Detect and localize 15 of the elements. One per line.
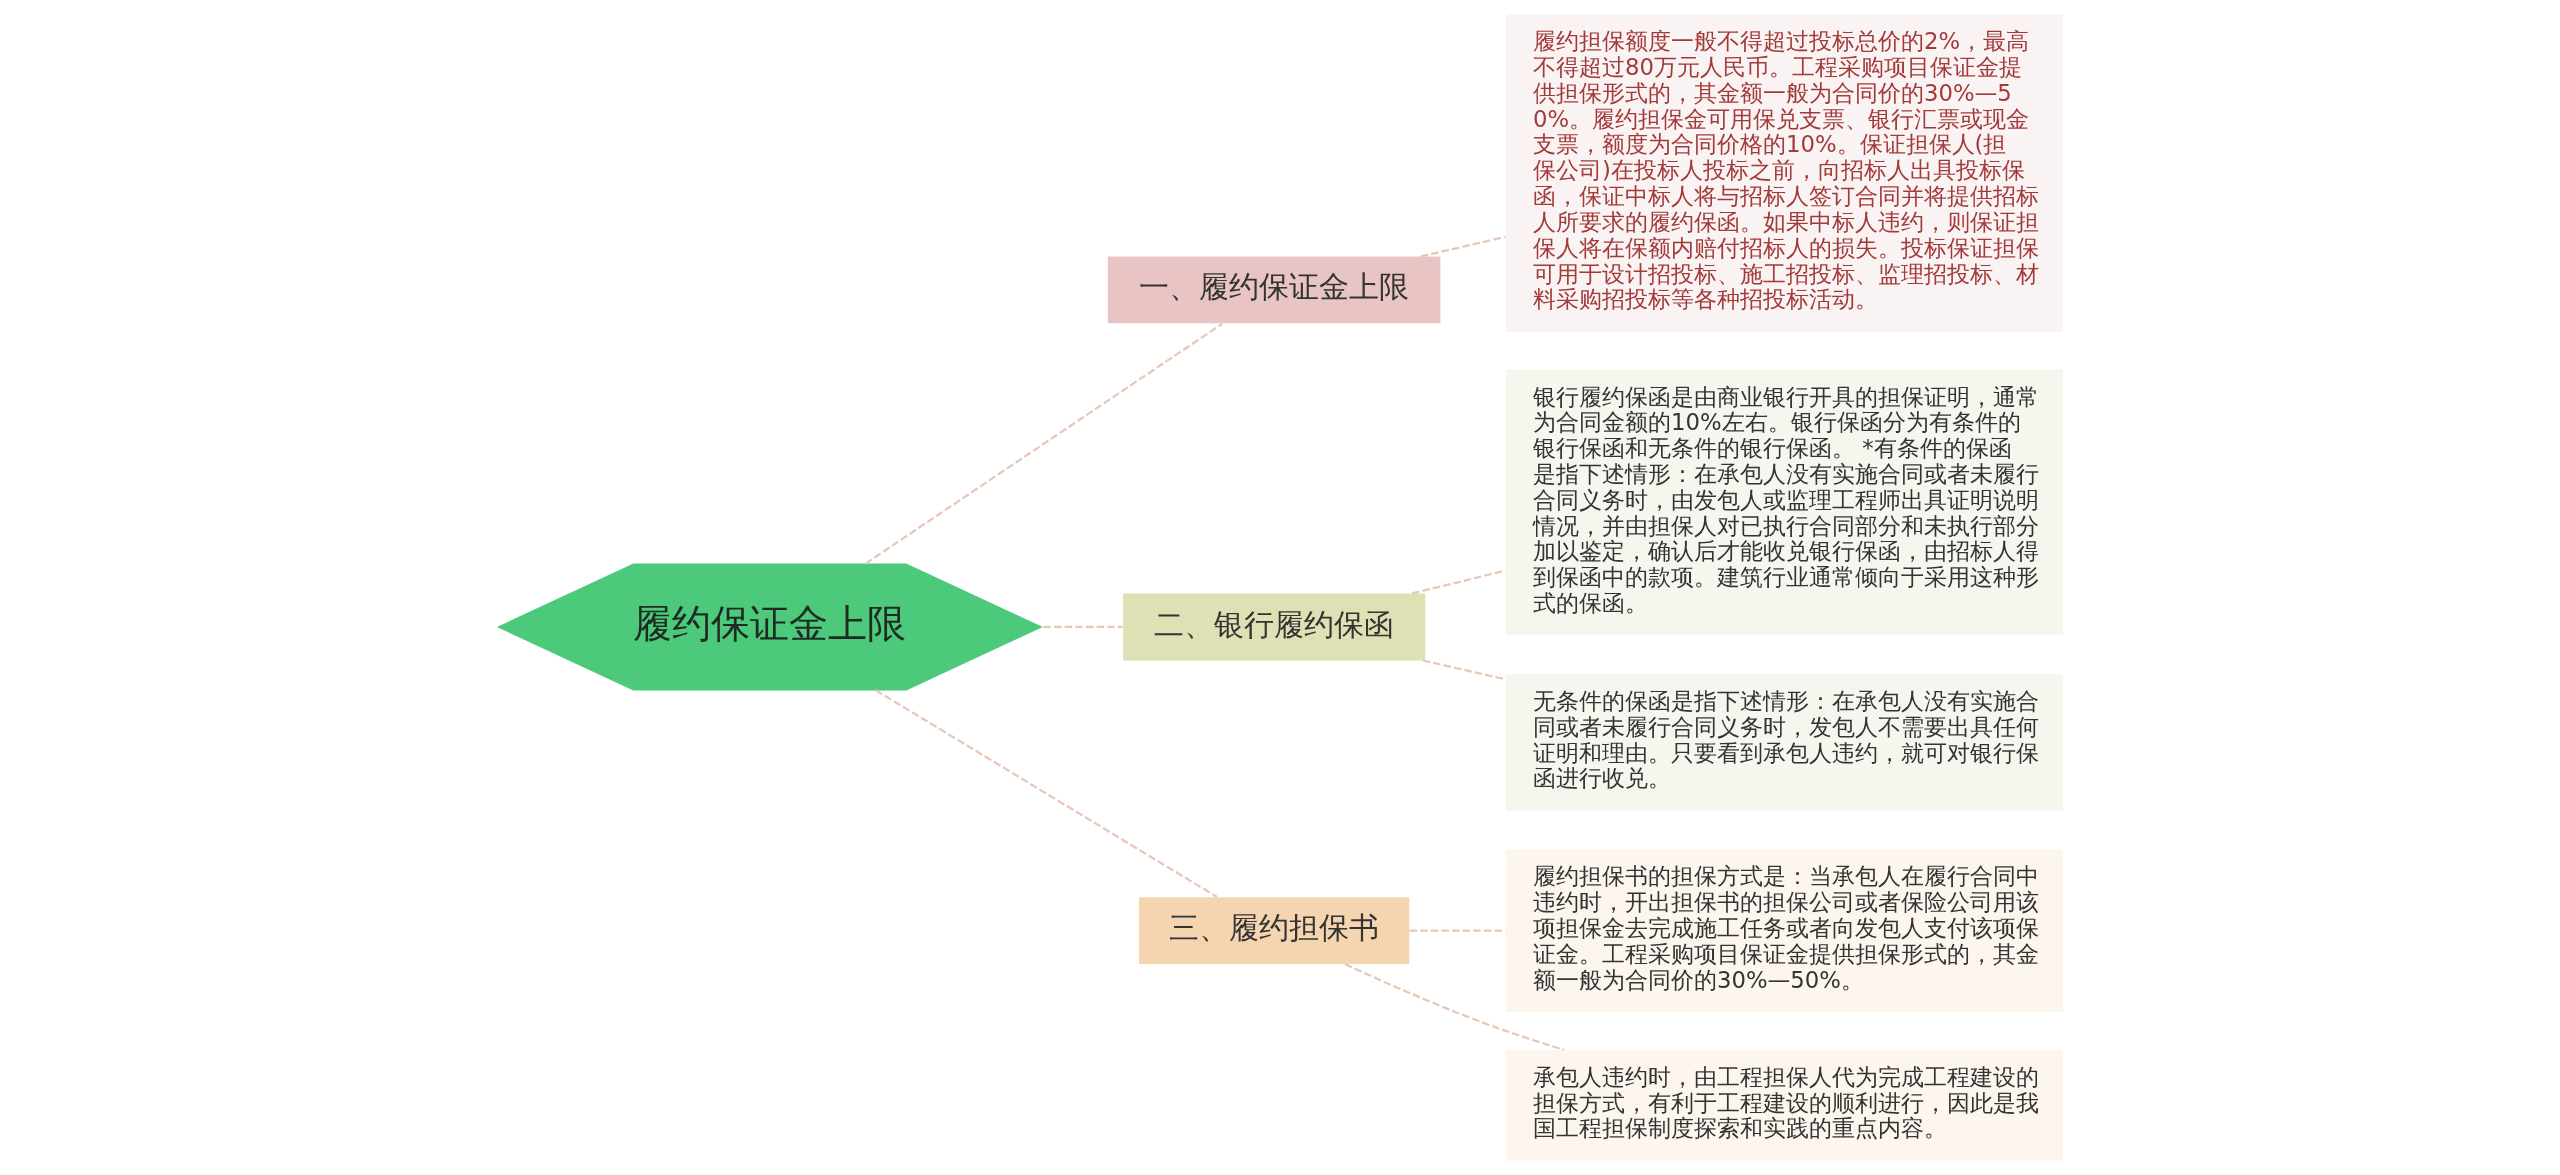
connector: [1043, 625, 1123, 629]
node-box: 二、银行履约保函: [1123, 593, 1426, 661]
connector: [1409, 929, 1506, 932]
connector: [1344, 963, 1565, 1051]
connector: [1420, 235, 1506, 258]
connector: [875, 689, 1218, 899]
node-box: 履约担保额度一般不得超过投标总价的2%，最高不得超过80万元人民币。工程采购项目保证金提供担保形式的，其金额一般为合同价的30%—50%。履约担保金可用保兑支票、银行汇票或现金支票，额度为合同价格的10%。保证担保人(担保公司)在投标人投标之前，向招标人出具投标保函，保证中标人将与招标人签订合同并将提供招标人所要求的履约保函。如果中标人违约，则保证担保人将在保额内赔付招标人的损失。投标保证担保可用于设计招投标、施工招投标、监理招投标、材料采购招投标等各种招投标活动。: [1505, 14, 2063, 332]
node-box: 三、履约担保书: [1139, 897, 1410, 965]
node-box: 承包人违约时，由工程担保人代为完成工程建设的担保方式，有利于工程建设的顺利进行，因此是我国工程担保制度探索和实践的重点内容。: [1505, 1049, 2063, 1161]
connector: [865, 322, 1223, 565]
connector: [1411, 569, 1506, 595]
node-box: 一、履约保证金上限: [1107, 256, 1441, 324]
connector: [1422, 659, 1506, 681]
node-box: 履约担保书的担保方式是：当承包人在履行合同中违约时，开出担保书的担保公司或者保险公司用该项担保金去完成施工任务或者向发包人支付该项保证金。工程采购项目保证金提供担保形式的，其金额一般为合同价的30%—50%。: [1505, 849, 2063, 1012]
node-box: 银行履约保函是由商业银行开具的担保证明，通常为合同金额的10%左右。银行保函分为有条件的银行保函和无条件的银行保函。 *有条件的保函是指下述情形：在承包人没有实施合同或者未履行合同义务时，由发包人或监理工程师出具证明说明情况，并由担保人对已执行合同部分和未执行部分加以鉴定，确认后才能收兑银行保函，由招标人得到保函中的款项。建筑行业通常倾向于采用这种形式的保函。: [1505, 369, 2063, 636]
